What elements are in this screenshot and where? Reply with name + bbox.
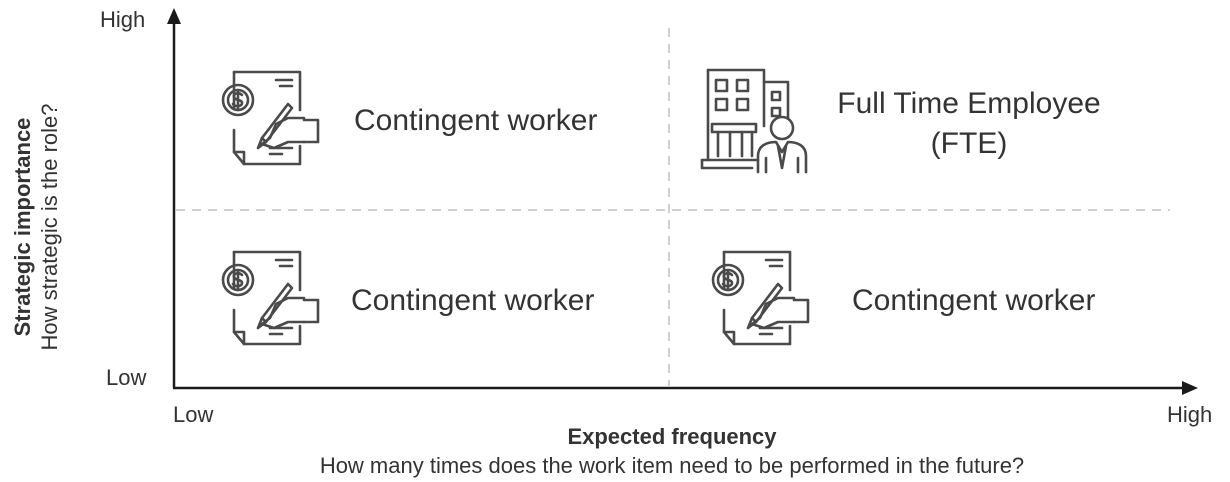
top-right-label-line1: Full Time Employee — [837, 87, 1101, 120]
contract-payment-icon — [711, 250, 810, 346]
x-axis-low-label: Low — [173, 402, 214, 427]
bottom-left-label: Contingent worker — [351, 284, 595, 317]
contract-payment-icon — [221, 70, 320, 166]
x-axis-arrow — [1182, 381, 1198, 395]
y-axis-low-label: Low — [106, 365, 147, 390]
y-axis-high-label: High — [100, 7, 146, 32]
y-axis-label-group: Strategic importance How strategic is th… — [4, 92, 68, 362]
x-axis-title: Expected frequency — [567, 424, 777, 449]
y-axis-title: Strategic importance — [10, 117, 35, 337]
contract-payment-icon — [221, 250, 320, 346]
y-axis-subtitle: How strategic is the role? — [37, 103, 62, 351]
office-building-employee-icon — [700, 68, 808, 174]
x-axis-subtitle: How many times does the work item need t… — [319, 453, 1025, 478]
top-left-label: Contingent worker — [354, 104, 598, 137]
top-right-label: Full Time Employee (FTE) — [828, 84, 1110, 164]
y-axis-arrow — [167, 8, 181, 24]
x-axis-high-label: High — [1167, 402, 1213, 427]
top-right-label-line2: (FTE) — [930, 127, 1008, 160]
bottom-right-label: Contingent worker — [852, 284, 1096, 317]
